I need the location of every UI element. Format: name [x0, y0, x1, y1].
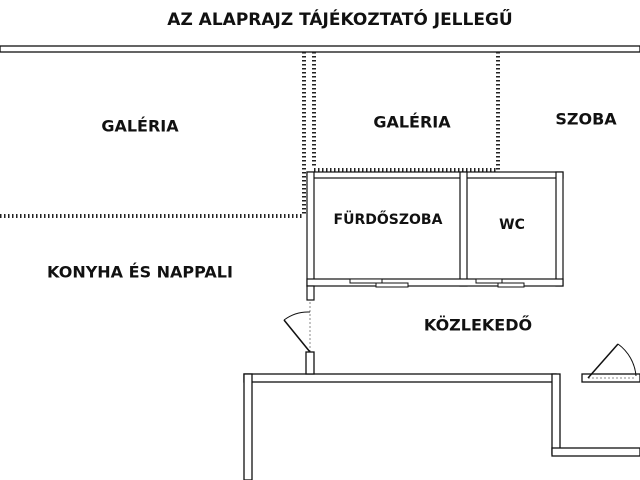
bath-wc-partition — [459, 171, 468, 287]
top-wall — [0, 45, 640, 53]
hall-wall-lower-stub — [305, 351, 315, 375]
entry-wall-stub — [581, 373, 640, 383]
gallery-dotted-edges — [0, 52, 500, 218]
bath-left-wall — [306, 171, 315, 287]
bath-top-wall — [306, 171, 564, 179]
entrance-door — [587, 343, 637, 379]
hall-wall-stub — [306, 285, 315, 301]
bottom-wall-left-return — [243, 373, 253, 480]
bottom-wall-right — [551, 447, 640, 457]
room-label-galeria-middle: GALÉRIA — [373, 113, 451, 132]
room-label-galeria-left: GALÉRIA — [101, 117, 179, 136]
wc-slide-door-b — [497, 282, 525, 288]
entrance-swing-arc — [617, 343, 637, 377]
plan-title: AZ ALAPRAJZ TÁJÉKOZTATÓ JELLEGŰ — [167, 8, 512, 30]
bath-slide-door-a — [349, 278, 383, 284]
room-label-konyha: KONYHA ÉS NAPPALI — [47, 263, 233, 282]
door-swing-arc — [283, 311, 311, 321]
bottom-wall-right-return — [551, 373, 561, 455]
room-label-wc: WC — [499, 217, 525, 233]
door-leaf — [283, 319, 311, 353]
entrance-door-leaf — [587, 343, 619, 379]
room-label-kozlekedo: KÖZLEKEDŐ — [424, 315, 532, 335]
room-label-furdoszoba: FÜRDŐSZOBA — [334, 210, 443, 228]
bath-slide-door-b — [375, 282, 409, 288]
sliding-doors — [349, 278, 525, 288]
wc-slide-door-a — [475, 278, 503, 284]
wc-right-wall — [555, 171, 564, 287]
bottom-wall-middle — [243, 373, 557, 383]
bottom-walls — [243, 351, 640, 480]
bath-bottom-wall — [306, 278, 564, 287]
hall-door — [283, 285, 315, 353]
room-label-szoba: SZOBA — [555, 110, 617, 129]
